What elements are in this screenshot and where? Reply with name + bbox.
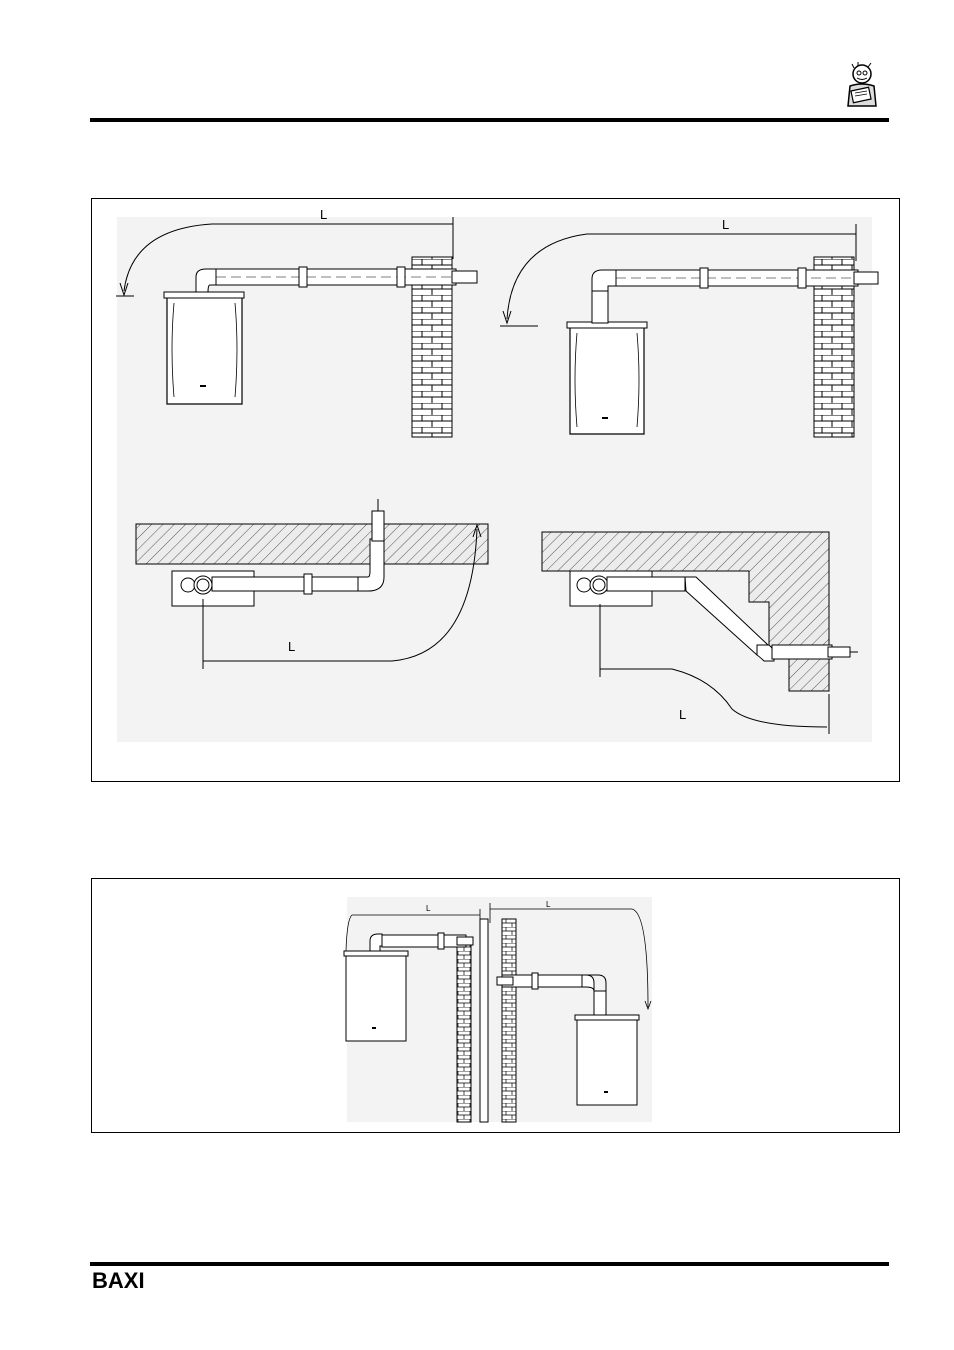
dimension-label-L: L: [679, 707, 686, 722]
dimension-label-L: L: [546, 900, 551, 909]
figure-adjacent-boilers: L L: [91, 878, 900, 1133]
dimension-label-L: L: [426, 904, 431, 913]
header-rule: [90, 118, 889, 122]
figure-flue-configurations: L L: [91, 198, 900, 782]
dimension-label-L: L: [288, 639, 295, 654]
technician-reading-manual-icon: [838, 62, 888, 112]
dimension-label-L: L: [722, 217, 729, 232]
footer-rule: [90, 1262, 889, 1266]
brand-logo: BAXI: [92, 1268, 145, 1294]
dimension-label-L: L: [320, 207, 327, 222]
